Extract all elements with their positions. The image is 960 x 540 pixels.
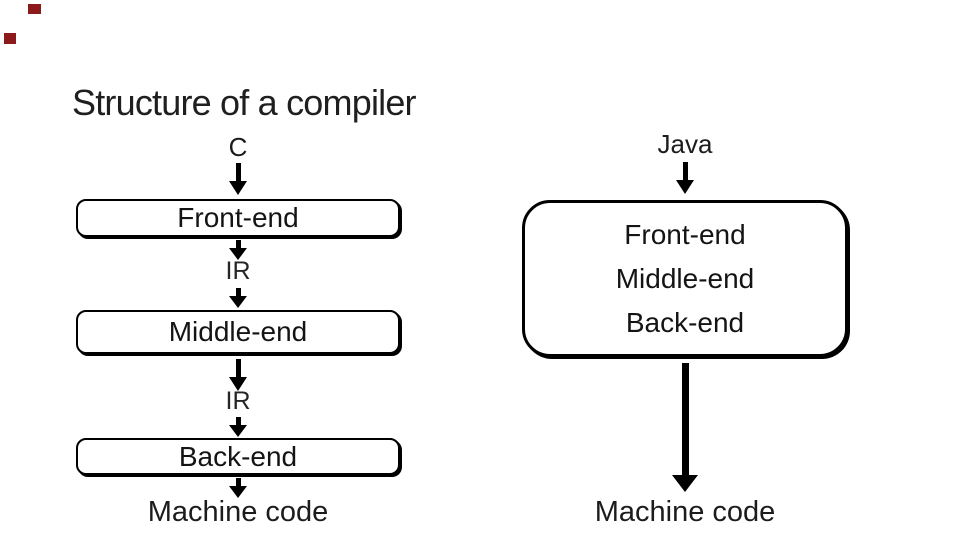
arrow-head	[229, 248, 247, 260]
arrow-head	[229, 296, 247, 308]
java-input-label: Java	[657, 129, 713, 159]
page-title: Structure of a compiler	[72, 82, 417, 124]
arrow-head	[229, 425, 247, 437]
ir-label: IR	[225, 257, 251, 285]
arrow-head	[676, 180, 694, 194]
middle-end-box: Middle-end	[76, 310, 400, 354]
arrow-down-icon	[522, 363, 848, 492]
combined-compiler-box: Front-end Middle-end Back-end	[522, 200, 848, 357]
c-input-label: C	[228, 132, 248, 162]
annotation-mark	[4, 33, 16, 44]
arrow-down-icon	[76, 163, 400, 195]
arrow-shaft	[235, 288, 241, 296]
arrow-down-icon	[76, 240, 400, 260]
front-end-label: Front-end	[177, 202, 299, 233]
arrow-shaft	[235, 240, 241, 248]
annotation-mark	[28, 4, 41, 14]
machine-code-label: Machine code	[147, 496, 329, 528]
front-end-box: Front-end	[76, 199, 400, 237]
front-end-label: Front-end	[624, 218, 746, 250]
back-end-label: Back-end	[178, 440, 298, 472]
arrow-head	[229, 377, 247, 391]
ir-label: IR	[225, 387, 251, 415]
middle-end-label: Middle-end	[615, 262, 755, 294]
arrow-shaft	[235, 163, 241, 181]
arrow-shaft	[681, 363, 689, 475]
arrow-down-icon	[76, 359, 400, 391]
arrow-shaft	[235, 359, 241, 377]
middle-end-label: Middle-end	[168, 316, 308, 347]
arrow-head	[229, 486, 247, 498]
arrow-down-icon	[76, 417, 400, 437]
back-end-label: Back-end	[625, 306, 745, 338]
arrow-head	[672, 475, 698, 492]
back-end-box: Back-end	[76, 438, 400, 475]
arrow-shaft	[682, 162, 688, 180]
machine-code-label: Machine code	[594, 496, 776, 528]
arrow-down-icon	[76, 288, 400, 308]
arrow-shaft	[235, 417, 241, 425]
arrow-down-icon	[522, 162, 848, 194]
arrow-down-icon	[76, 478, 400, 498]
arrow-shaft	[235, 478, 241, 486]
arrow-head	[229, 181, 247, 195]
